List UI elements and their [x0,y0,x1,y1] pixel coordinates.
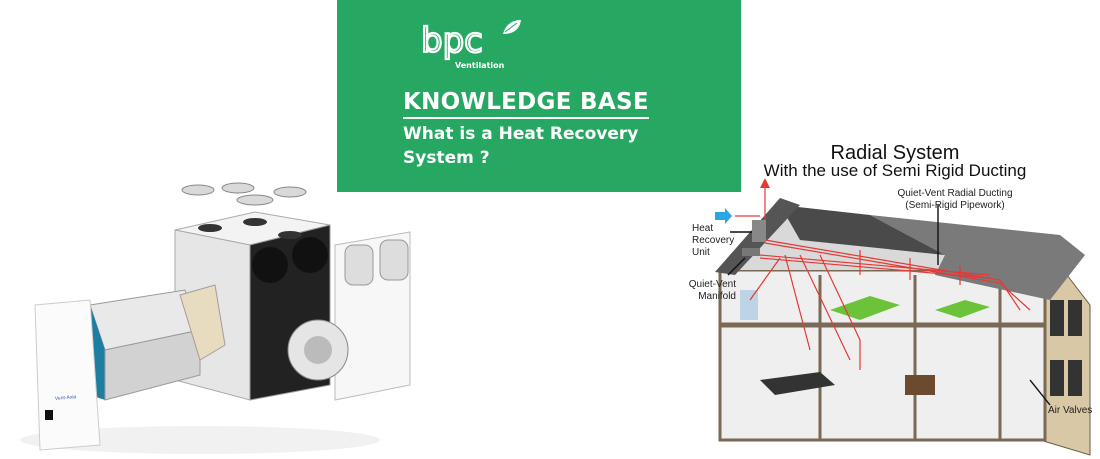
bpc-ventilation-logo: bpc Ventilation [397,17,521,72]
diagram-title: Radial System [830,142,960,164]
heat-recovery-unit-exploded-image: Vent-Axia [20,182,411,454]
svg-text:Ventilation: Ventilation [455,61,505,70]
ducting-sublabel-text: (Semi-Rigid Pipework) [905,200,1005,211]
knowledge-base-banner: bpc Ventilation KNOWLEDGE BASE What is a… [337,0,741,192]
diagram-subtitle: With the use of Semi Rigid Ducting [763,161,1027,180]
page-subtitle: What is a Heat Recovery System ? [403,124,639,168]
ducting-label-text: Quiet-Vent Radial Ducting [897,188,1013,199]
svg-text:bpc: bpc [421,21,483,61]
manifold-label: Quiet-Vent Manifold [688,279,736,302]
air-valves-label: Air Valves [1048,405,1093,416]
page-title: KNOWLEDGE BASE [403,88,649,119]
spigots [181,182,307,206]
ducting-label: Quiet-Vent Radial Ducting(Semi-Rigid Pip… [885,188,1025,212]
hru-label: Heat Recovery Unit [692,223,735,258]
vent-axia-label: Vent-Axia [55,394,77,402]
